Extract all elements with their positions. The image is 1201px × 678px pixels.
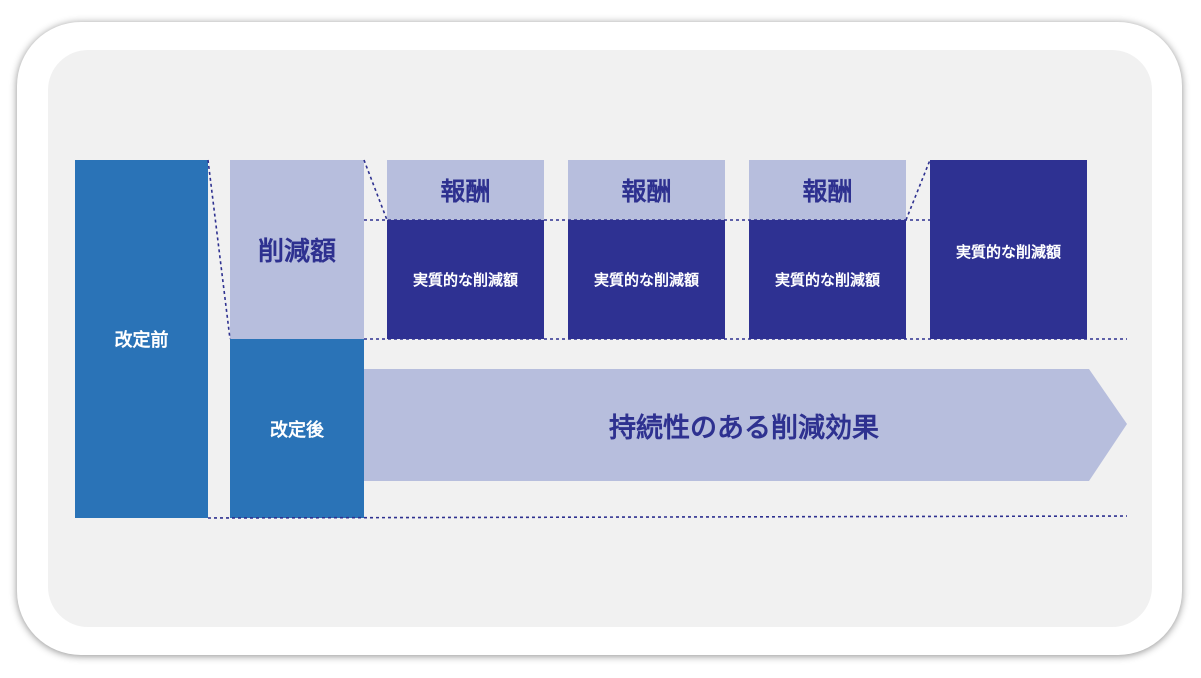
real-reduction-label: 実質的な削減額 [955,243,1061,261]
real-reduction-label: 実質的な削減額 [774,271,880,289]
after-bar: 改定後 [230,339,364,518]
compensation-box-2: 報酬 [568,160,725,220]
real-reduction-box-1: 実質的な削減額 [387,220,544,339]
compensation-box-3: 報酬 [749,160,906,220]
compensation-label: 報酬 [802,177,853,206]
reduction-box: 削減額 [230,160,364,339]
real-reduction-box-3: 実質的な削減額 [749,220,906,339]
before-label: 改定前 [114,330,169,351]
effect-label: 持続性のある削減効果 [609,412,879,444]
before-bar: 改定前 [75,160,208,518]
compensation-label: 報酬 [621,177,672,206]
real-reduction-label: 実質的な削減額 [593,271,699,289]
real-reduction-box-2: 実質的な削減額 [568,220,725,339]
compensation-label: 報酬 [440,177,491,206]
compensation-box-1: 報酬 [387,160,544,220]
reduction-label: 削減額 [257,237,336,267]
real-reduction-box-4: 実質的な削減額 [930,160,1087,339]
real-reduction-label: 実質的な削減額 [412,271,518,289]
after-label: 改定後 [270,419,324,441]
